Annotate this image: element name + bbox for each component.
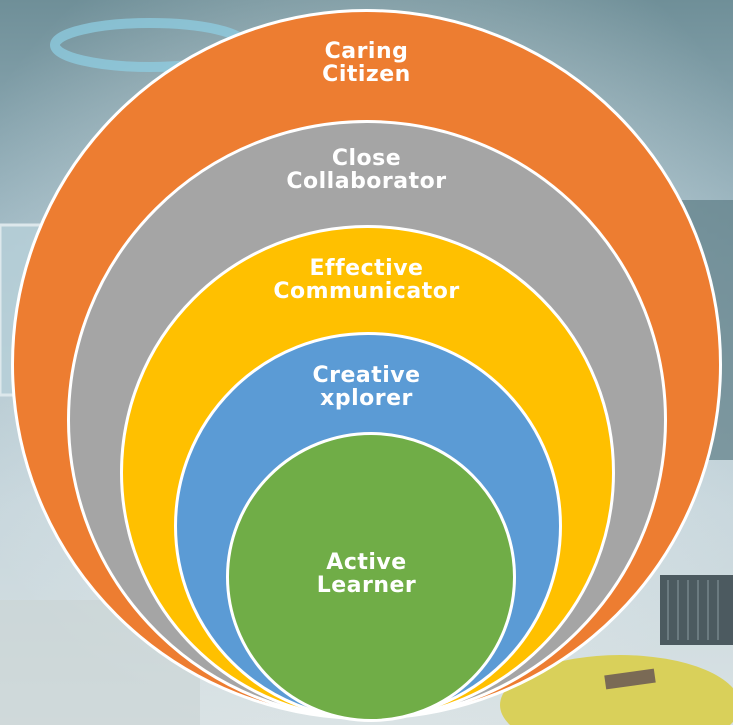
label-line-1: Effective [309, 256, 424, 281]
label-line-2: Communicator [273, 279, 460, 304]
label-line-2: xplorer [320, 386, 413, 411]
label-line-1: Close [331, 146, 402, 171]
label-creative-explorer: Creative xplorer [0, 364, 733, 410]
label-effective-communicator: Effective Communicator [0, 257, 733, 303]
label-line-2: Citizen [322, 62, 411, 87]
ring-active-learner [226, 432, 516, 722]
label-line-1: Creative [312, 363, 421, 388]
label-line-1: Caring [324, 39, 409, 64]
label-line-1: Active [326, 550, 407, 575]
label-line-2: Collaborator [286, 169, 447, 194]
label-active-learner: Active Learner [0, 551, 733, 597]
label-close-collaborator: Close Collaborator [0, 147, 733, 193]
label-caring-citizen: Caring Citizen [0, 40, 733, 86]
label-line-2: Learner [316, 573, 417, 598]
